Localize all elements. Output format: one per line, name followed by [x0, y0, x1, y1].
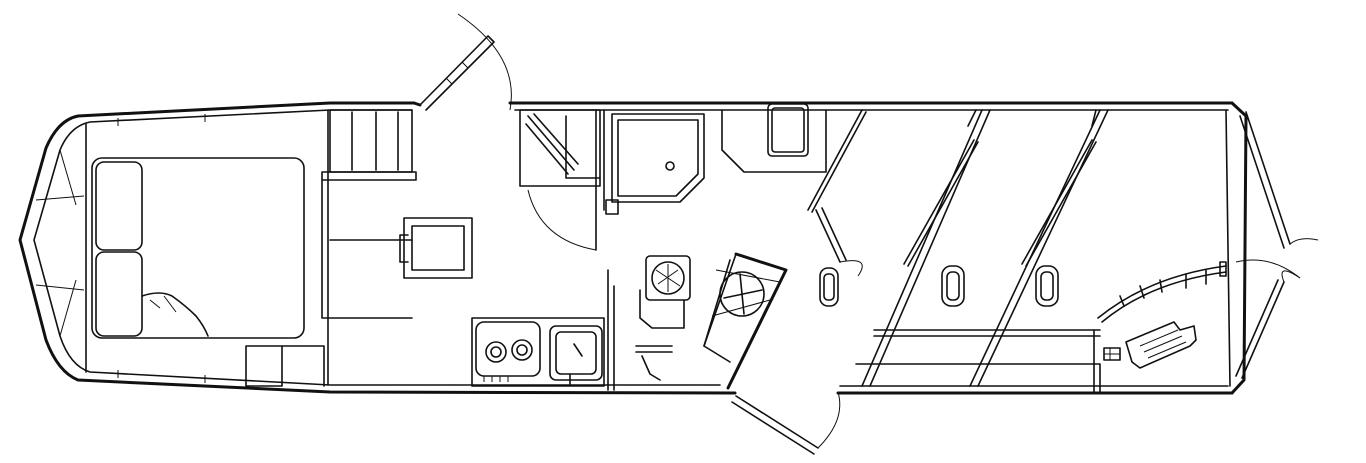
burner-right-icon: [511, 339, 533, 361]
side-door-swing-arc: [817, 391, 841, 449]
pillow-bottom: [95, 251, 143, 337]
blanket-fold: [141, 292, 209, 337]
bathroom: [519, 109, 705, 251]
vanity: [607, 255, 691, 391]
pillow-top: [95, 161, 143, 251]
dressing-room-wall: [703, 252, 788, 390]
feed-bunk: [855, 329, 1101, 393]
entry-door-swing-arc: [457, 13, 512, 111]
kitchen-sink: [549, 325, 603, 385]
gate-swing-arc: [839, 260, 863, 277]
dinette-table: [399, 217, 473, 279]
burner-left-icon: [485, 341, 507, 363]
divider-pads: [903, 139, 1093, 265]
stall-windows: [819, 265, 1059, 307]
stall-entry-gate: [807, 109, 867, 277]
shower: [611, 113, 705, 203]
rear-tack-area: [1097, 261, 1227, 369]
stall-window-3: [1035, 265, 1059, 307]
rear-doors: [1235, 111, 1319, 379]
stall-dividers: [861, 109, 1109, 387]
wardrobe-cabinet: [245, 109, 417, 387]
stall-divider-1: [861, 109, 991, 387]
bed: [91, 157, 305, 339]
appliance-box: [767, 103, 809, 157]
trailer-outer-shell: [18, 101, 1248, 395]
closet-rod: [525, 113, 579, 175]
upper-cabinet: [721, 103, 827, 173]
vent-fan-icon: [651, 261, 685, 295]
entry-door: [412, 13, 512, 111]
shower-drain-icon: [665, 161, 675, 171]
side-door: [731, 391, 841, 455]
stall-window-1: [819, 267, 839, 307]
stove: [471, 317, 605, 387]
gooseneck-nose-frame: [35, 114, 206, 383]
rear-door-upper-swing-arc: [1289, 238, 1319, 245]
stall-divider-2: [969, 109, 1109, 387]
saddle-rack-icon: [719, 271, 765, 317]
fan-box: [645, 255, 691, 301]
stall-window-2: [941, 265, 965, 307]
saddle-icon: [1125, 321, 1197, 369]
faucet: [635, 345, 673, 381]
bath-door-swing-arc: [527, 189, 597, 251]
